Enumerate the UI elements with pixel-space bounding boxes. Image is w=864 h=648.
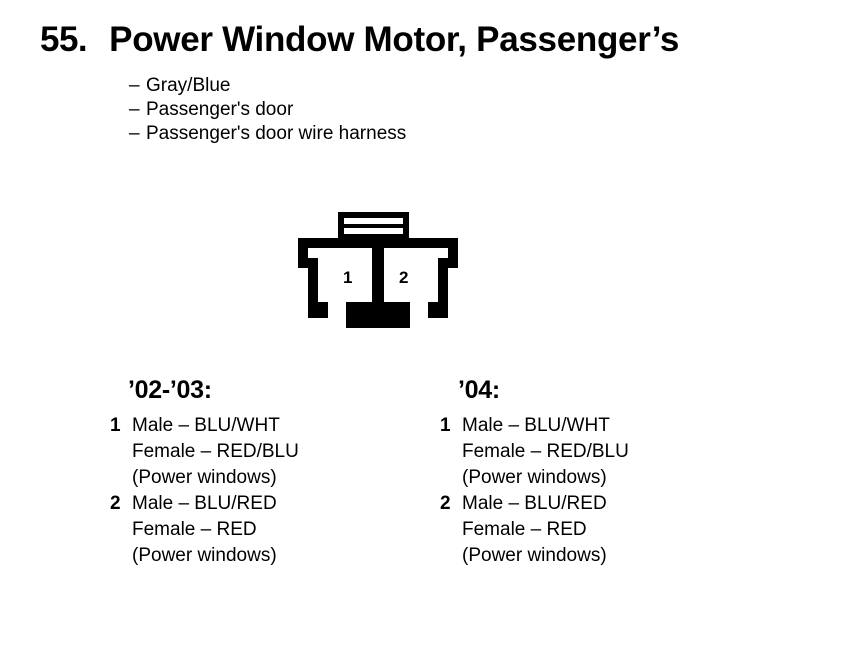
spec-pin-number: 2	[440, 493, 451, 514]
item-title: Power Window Motor, Passenger’s	[109, 20, 680, 59]
spec-entry-lines: Male – BLU/RED Female – RED (Power windo…	[462, 491, 607, 569]
list-item: – Passenger's door	[129, 98, 406, 122]
spec-column-heading: ’02-’03:	[128, 376, 212, 404]
list-item: – Gray/Blue	[129, 74, 406, 98]
spec-entry: 2 Male – BLU/RED Female – RED (Power win…	[110, 491, 299, 569]
spec-column-heading: ’04:	[458, 376, 500, 404]
spec-line: Female – RED	[462, 519, 587, 540]
spec-line: Female – RED	[132, 519, 257, 540]
connector-tab-icon	[338, 212, 409, 238]
pin-label-1: 1	[343, 268, 353, 287]
page-title: 55. Power Window Motor, Passenger’s	[40, 20, 679, 60]
list-item: – Passenger's door wire harness	[129, 122, 406, 146]
spec-line: Male – BLU/WHT	[462, 415, 610, 436]
spec-entry-lines: Male – BLU/WHT Female – RED/BLU (Power w…	[462, 413, 629, 491]
spec-line: (Power windows)	[462, 467, 607, 488]
spec-line: Female – RED/BLU	[462, 441, 629, 462]
spec-line: Male – BLU/WHT	[132, 415, 280, 436]
pin-label-2: 2	[399, 268, 409, 287]
spec-entry-lines: Male – BLU/WHT Female – RED/BLU (Power w…	[132, 413, 299, 491]
spec-column-04: ’04: 1 Male – BLU/WHT Female – RED/BLU (…	[440, 375, 629, 569]
spec-pin-number: 1	[110, 415, 121, 436]
list-item-label: Passenger's door wire harness	[146, 123, 407, 144]
dash-icon: –	[129, 75, 140, 96]
spec-line: Male – BLU/RED	[132, 493, 277, 514]
list-item-label: Passenger's door	[146, 99, 294, 120]
spec-entry: 1 Male – BLU/WHT Female – RED/BLU (Power…	[110, 413, 299, 491]
spec-entry: 1 Male – BLU/WHT Female – RED/BLU (Power…	[440, 413, 629, 491]
spec-line: (Power windows)	[132, 467, 277, 488]
spec-entry: 2 Male – BLU/RED Female – RED (Power win…	[440, 491, 629, 569]
spec-line: Male – BLU/RED	[462, 493, 607, 514]
pin-cavity-2	[384, 248, 448, 302]
description-list: – Gray/Blue – Passenger's door – Passeng…	[129, 74, 406, 146]
dash-icon: –	[129, 99, 140, 120]
spec-pin-number: 1	[440, 415, 451, 436]
item-number: 55.	[40, 20, 88, 59]
spec-entry-lines: Male – BLU/RED Female – RED (Power windo…	[132, 491, 277, 569]
pin-cavity-1	[308, 248, 372, 302]
spec-line: Female – RED/BLU	[132, 441, 299, 462]
connector-diagram: 1 2	[296, 212, 460, 328]
spec-pin-number: 2	[110, 493, 121, 514]
spec-column-02-03: ’02-’03: 1 Male – BLU/WHT Female – RED/B…	[110, 375, 299, 569]
connector-outline-icon	[298, 212, 458, 328]
spec-line: (Power windows)	[462, 545, 607, 566]
dash-icon: –	[129, 123, 140, 144]
list-item-label: Gray/Blue	[146, 75, 231, 96]
spec-line: (Power windows)	[132, 545, 277, 566]
